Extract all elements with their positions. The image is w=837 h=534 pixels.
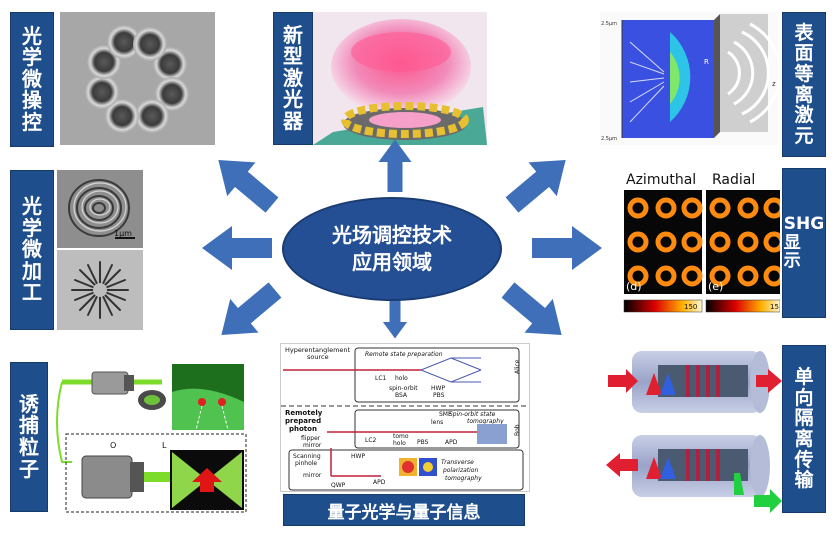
q-mirror2: mirror bbox=[303, 472, 322, 479]
shg-right-title: Radial bbox=[712, 172, 755, 188]
shg-left-scale: 150 bbox=[684, 303, 697, 311]
q-smf: SMF bbox=[439, 411, 452, 418]
micro-machining-images: 1μm bbox=[57, 170, 143, 330]
arrow-to-quantum bbox=[382, 300, 408, 339]
q-source: source bbox=[307, 353, 329, 361]
label-isolation-text: 单向隔离传输 bbox=[794, 366, 814, 492]
arrow-to-isolation bbox=[493, 273, 576, 352]
trap-lens-l: L bbox=[162, 441, 167, 450]
center-hub: 光场调控技术 应用领域 bbox=[282, 197, 502, 301]
q-prepared: prepared bbox=[285, 417, 321, 425]
label-new-laser-text: 新型激光器 bbox=[283, 22, 303, 133]
optical-manipulation-image bbox=[60, 12, 215, 145]
label-isolation: 单向隔离传输 bbox=[782, 345, 826, 513]
q-apd2: APD bbox=[445, 439, 458, 446]
q-polarization: polarization bbox=[442, 467, 478, 474]
particle-ring-graphic bbox=[60, 12, 215, 145]
label-optical-manipulation: 光学微操控 bbox=[10, 12, 54, 147]
q-photon: photon bbox=[289, 425, 317, 433]
label-surface-plasmon: 表面等离激元 bbox=[782, 12, 826, 157]
quantum-optics-schematic: Hyperentanglement source Remote state pr… bbox=[280, 343, 530, 492]
label-particle-trapping-text: 诱捕粒子 bbox=[19, 391, 39, 481]
laser-beam-graphic bbox=[313, 12, 487, 145]
q-lc1: LC1 bbox=[375, 375, 387, 382]
arrow-to-shg-display bbox=[532, 226, 602, 270]
q-scanning: Scanning bbox=[293, 453, 321, 460]
arrow-to-new-laser bbox=[378, 139, 412, 192]
q-pbs2: PBS bbox=[417, 439, 429, 446]
q-flipper: flipper bbox=[301, 435, 321, 442]
plasmon-axis-r: R bbox=[704, 58, 709, 66]
q-transverse: Transverse bbox=[441, 459, 474, 466]
label-micro-machining: 光学微加工 bbox=[10, 170, 54, 330]
label-quantum-text: 量子光学与量子信息 bbox=[327, 502, 481, 523]
q-tomography: tomography bbox=[445, 475, 482, 482]
q-hyper: Hyperentanglement bbox=[285, 346, 351, 354]
label-quantum: 量子光学与量子信息 bbox=[283, 494, 525, 526]
q-alice: Alice bbox=[514, 359, 521, 374]
q-remote-prep: Remote state preparation bbox=[365, 351, 443, 358]
shg-display-images: Azimuthal Radial (d) (e) 150 15 bbox=[620, 168, 780, 318]
q-bsa: BSA bbox=[395, 392, 408, 399]
label-new-laser: 新型激光器 bbox=[273, 12, 313, 145]
shg-right-tag: (e) bbox=[708, 280, 723, 293]
shg-left-title: Azimuthal bbox=[626, 172, 696, 188]
isolation-graphic bbox=[606, 351, 782, 513]
q-apd: APD bbox=[373, 479, 386, 486]
q-sos-tomo1: Spin-orbit state bbox=[449, 411, 496, 418]
q-holo: holo bbox=[395, 375, 408, 382]
q-lens: lens bbox=[431, 419, 443, 426]
sem-scalebar: 1μm bbox=[114, 229, 132, 238]
particle-trapping-diagram: O L bbox=[52, 362, 252, 514]
q-pbs: PBS bbox=[433, 392, 445, 399]
hub-title-line2: 应用领域 bbox=[352, 250, 432, 274]
q-bob: Bob bbox=[514, 424, 521, 436]
label-surface-plasmon-text: 表面等离激元 bbox=[794, 21, 814, 147]
q-hwp: HWP bbox=[431, 385, 445, 392]
q-tomo-holo: holo bbox=[393, 440, 406, 447]
quantum-graphic: Hyperentanglement source Remote state pr… bbox=[281, 346, 529, 491]
hub-title-line1: 光场调控技术 bbox=[332, 223, 452, 247]
plasmon-axis-z: z bbox=[772, 80, 776, 88]
q-hwp2: HWP bbox=[351, 453, 365, 460]
shg-left-tag: (d) bbox=[626, 280, 642, 293]
q-lc2: LC2 bbox=[365, 437, 377, 444]
surface-plasmon-image: 2.5μm 2.5μm R z bbox=[600, 12, 778, 145]
arrow-to-particle-trapping bbox=[207, 273, 290, 352]
label-optical-manipulation-text: 光学微操控 bbox=[22, 23, 42, 134]
q-spin-orbit: spin-orbit bbox=[389, 385, 418, 392]
q-mirror: mirror bbox=[303, 442, 322, 449]
label-particle-trapping: 诱捕粒子 bbox=[10, 362, 48, 512]
shg-graphic: Azimuthal Radial (d) (e) 150 15 bbox=[623, 172, 780, 313]
q-pinhole: pinhole bbox=[295, 460, 317, 467]
arrow-to-micro-machining bbox=[202, 226, 272, 270]
plasmon-tick-top: 2.5μm bbox=[601, 21, 617, 27]
q-sos-tomo2: tomography bbox=[467, 418, 504, 425]
arrow-to-optical-manipulation bbox=[204, 143, 287, 222]
shg-right-scale: 15 bbox=[770, 303, 779, 311]
isolation-transmission-images bbox=[606, 345, 782, 515]
trap-graphic: O L bbox=[56, 364, 247, 513]
plasmon-tick-bottom: 2.5μm bbox=[601, 136, 617, 142]
label-micro-machining-text: 光学微加工 bbox=[22, 194, 42, 305]
plasmon-graphic: 2.5μm 2.5μm R z bbox=[600, 12, 778, 145]
trap-lens-o: O bbox=[110, 441, 116, 450]
new-laser-image bbox=[313, 12, 487, 145]
q-tomo: tomo bbox=[393, 433, 409, 440]
q-remotely: Remotely bbox=[285, 409, 323, 417]
arrow-to-surface-plasmon bbox=[497, 143, 580, 222]
sem-graphic: 1μm bbox=[57, 170, 143, 330]
q-qwp: QWP bbox=[331, 482, 346, 489]
